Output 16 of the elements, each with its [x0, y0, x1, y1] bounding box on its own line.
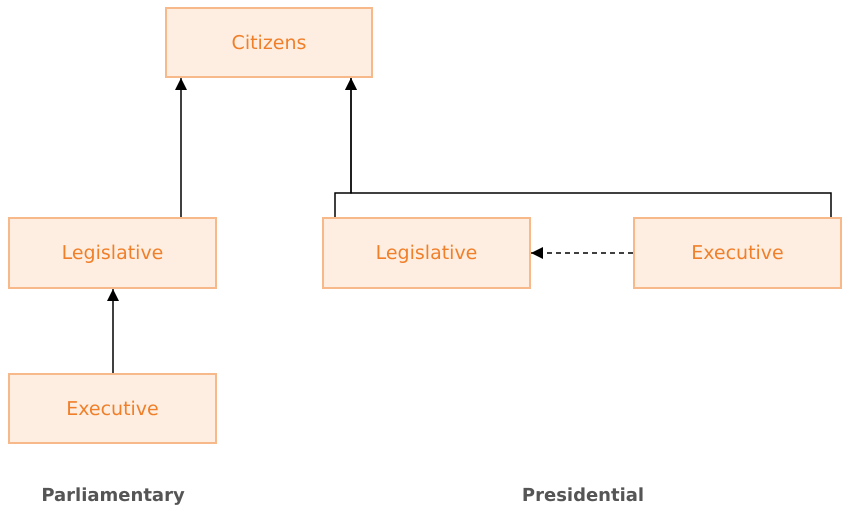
arrow [107, 289, 119, 373]
node-label: Executive [66, 398, 159, 420]
node-label: Legislative [376, 242, 478, 264]
arrow [175, 78, 187, 217]
arrow [345, 78, 832, 217]
section-label: Parliamentary [41, 485, 185, 506]
box [8, 217, 217, 289]
node-label: Executive [691, 242, 784, 264]
box [633, 217, 842, 289]
box [322, 217, 531, 289]
dashed-arrow [531, 247, 633, 259]
node-label: Citizens [232, 32, 306, 54]
section-label: Presidential [522, 485, 644, 506]
box [8, 373, 217, 444]
node-label: Legislative [62, 242, 164, 264]
box [165, 7, 373, 78]
